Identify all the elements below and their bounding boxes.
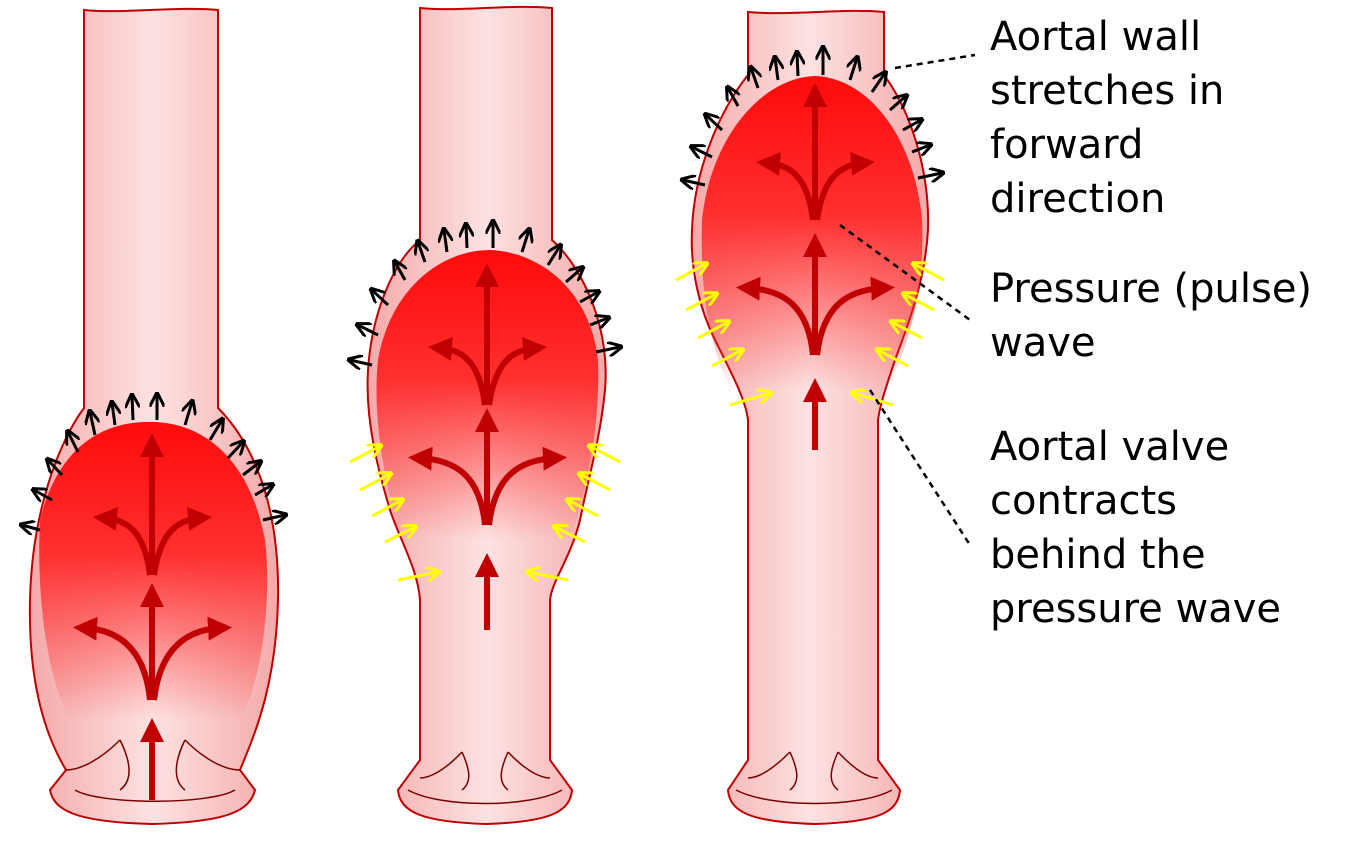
leader-wall [895, 55, 975, 68]
label-line: stretches in [990, 64, 1224, 118]
label-line: forward [990, 118, 1224, 172]
label-line: behind the [990, 528, 1281, 582]
panel-stage-1 [22, 9, 285, 824]
panel-stage-2 [350, 7, 620, 824]
label-wall-stretch: Aortal wall stretches in forward directi… [990, 10, 1224, 226]
label-valve-contracts: Aortal valve contracts behind the pressu… [990, 420, 1281, 636]
label-line: pressure wave [990, 582, 1281, 636]
label-line: Aortal wall [990, 10, 1224, 64]
leader-valve [870, 390, 970, 545]
label-pressure-wave: Pressure (pulse) wave [990, 262, 1312, 370]
label-line: Pressure (pulse) [990, 262, 1312, 316]
label-line: Aortal valve [990, 420, 1281, 474]
panel-stage-3 [676, 11, 944, 824]
label-line: direction [990, 172, 1224, 226]
label-line: wave [990, 316, 1312, 370]
label-line: contracts [990, 474, 1281, 528]
